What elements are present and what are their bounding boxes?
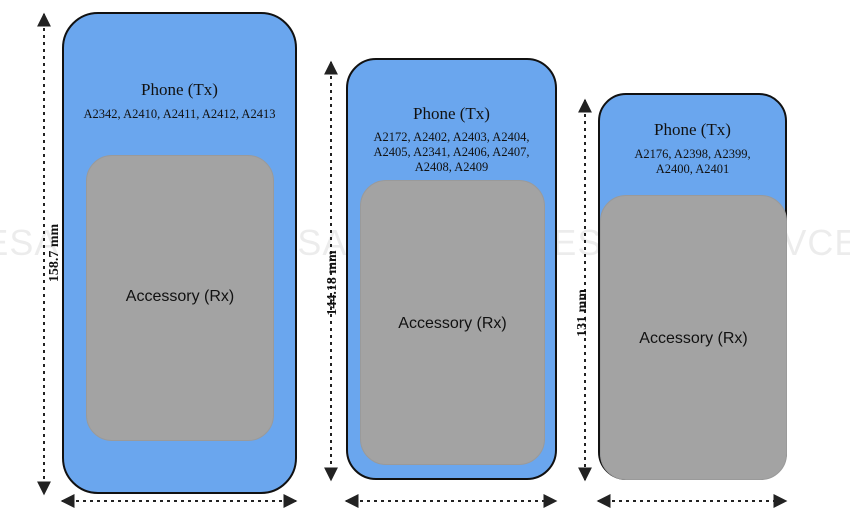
accessory-rx-3: Accessory (Rx)	[600, 195, 787, 480]
phone-tx-2: Phone (Tx) A2172, A2402, A2403, A2404, A…	[346, 58, 557, 480]
model-numbers: A2176, A2398, A2399, A2400, A2401	[634, 147, 751, 176]
phone-tx-1: Phone (Tx) A2342, A2410, A2411, A2412, A…	[62, 12, 297, 494]
phone-title: Phone (Tx)	[654, 120, 731, 139]
accessory-label: Accessory (Rx)	[398, 315, 507, 332]
phone-title: Phone (Tx)	[141, 80, 218, 99]
accessory-rx-2: Accessory (Rx)	[360, 180, 545, 465]
accessory-label: Accessory (Rx)	[125, 288, 235, 305]
phone-title: Phone (Tx)	[413, 104, 490, 123]
model-numbers: A2172, A2402, A2403, A2404, A2405, A2341…	[373, 130, 530, 174]
accessory-rx-1: Accessory (Rx)	[86, 155, 274, 441]
height-label-2: 144.18 mm	[325, 250, 340, 316]
height-label-1: 158.7 mm	[47, 223, 62, 283]
phone-tx-3: Phone (Tx) A2176, A2398, A2399, A2400, A…	[598, 93, 787, 480]
accessory-label: Accessory (Rx)	[639, 330, 748, 347]
height-label-3: 131 mm	[575, 289, 590, 337]
model-numbers: A2342, A2410, A2411, A2412, A2413	[83, 107, 276, 121]
